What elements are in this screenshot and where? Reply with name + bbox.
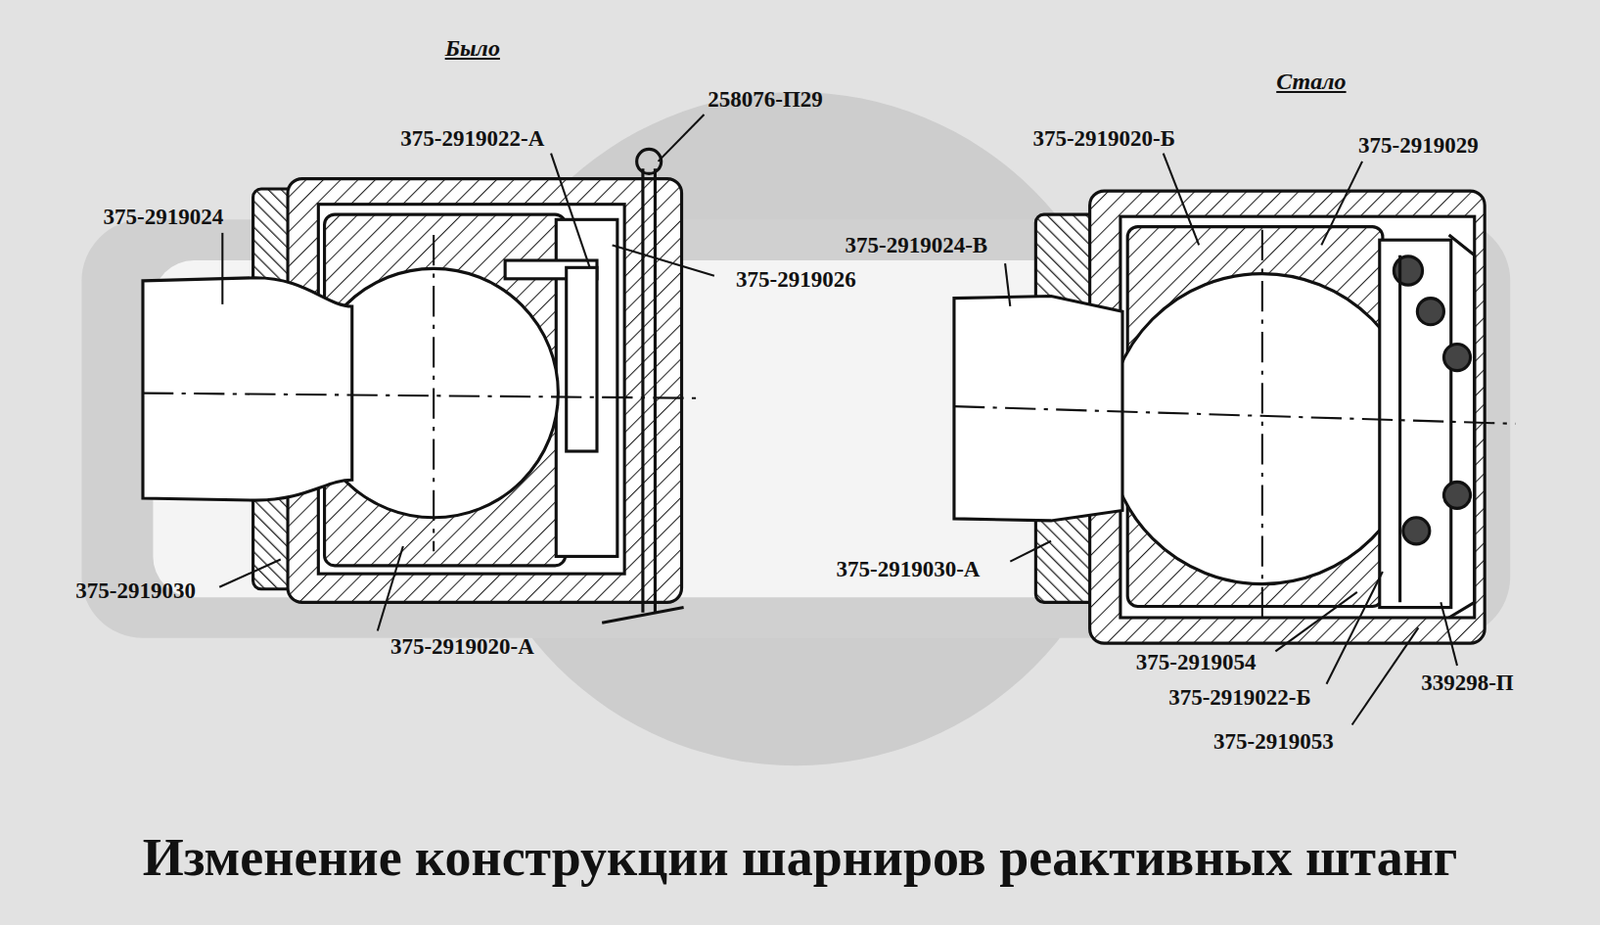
part-number: 375-2919030 xyxy=(75,578,196,601)
variant-heading: Было xyxy=(445,36,501,60)
part-number: 258076-П29 xyxy=(707,88,823,111)
part-number: 375-2919053 xyxy=(1213,730,1334,753)
part-number: 375-2919029 xyxy=(1358,134,1479,157)
watermark xyxy=(81,91,1510,766)
leader-lines xyxy=(219,114,1458,726)
part-number: 375-2919026 xyxy=(735,267,857,290)
part-number: 375-2919024 xyxy=(102,205,224,229)
part-number: 375-2919054 xyxy=(1136,649,1257,673)
part-number: 339298-П xyxy=(1420,670,1514,693)
part-number: 375-2919030-А xyxy=(836,556,981,580)
diagram-title: Изменение конструкции шарниров реактивны… xyxy=(142,830,1459,884)
part-number: 375-2919022-Б xyxy=(1168,685,1312,709)
part-number: 375-2919020-А xyxy=(390,635,535,658)
variant-heading: Стало xyxy=(1276,69,1346,93)
part-number: 375-2919022-А xyxy=(400,126,545,149)
part-number: 375-2919024-В xyxy=(845,233,989,257)
part-number: 375-2919020-Б xyxy=(1032,126,1176,149)
